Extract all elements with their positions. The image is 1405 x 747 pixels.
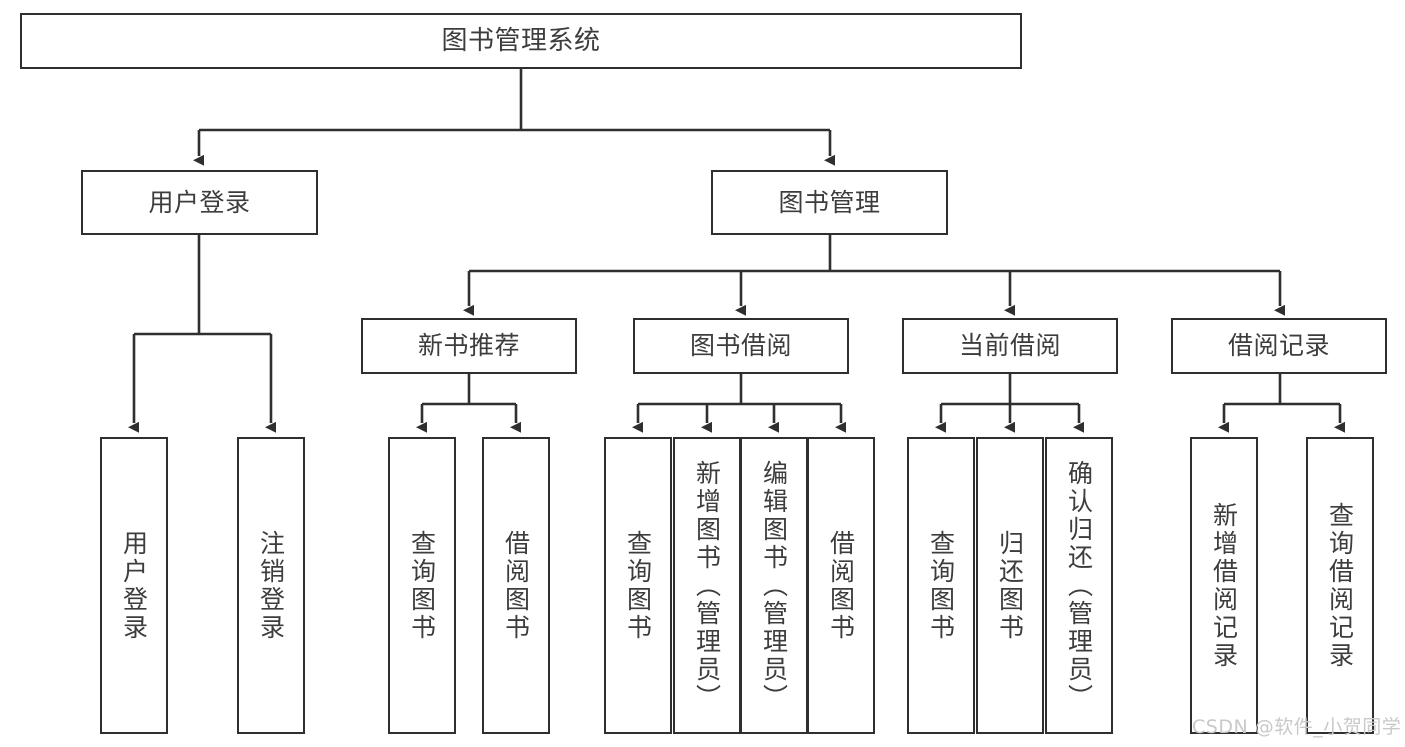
node-leaf-borrow-book-2[interactable]: 借阅图书 — [807, 437, 875, 734]
node-label-leaf-user-logout: 注销登录 — [256, 529, 286, 642]
node-label-leaf-borrow-book-2: 借阅图书 — [826, 529, 856, 642]
node-label-leaf-add-record: 新增借阅记录 — [1209, 501, 1239, 670]
node-borrow-record[interactable]: 借阅记录 — [1171, 318, 1387, 374]
node-leaf-borrow-book-1[interactable]: 借阅图书 — [482, 437, 550, 734]
node-leaf-confirm-return[interactable]: 确认归还（管理员） — [1045, 437, 1113, 734]
node-label-leaf-user-login: 用户登录 — [119, 529, 149, 642]
node-label-leaf-borrow-book-1: 借阅图书 — [501, 529, 531, 642]
node-label-current-borrow: 当前借阅 — [958, 331, 1061, 361]
node-leaf-query-book-1[interactable]: 查询图书 — [388, 437, 456, 734]
node-leaf-user-logout[interactable]: 注销登录 — [237, 437, 305, 734]
node-label-user-login: 用户登录 — [148, 187, 251, 217]
node-root[interactable]: 图书管理系统 — [20, 13, 1022, 69]
node-label-book-borrow: 图书借阅 — [689, 331, 792, 361]
node-leaf-query-record[interactable]: 查询借阅记录 — [1306, 437, 1374, 734]
csdn-watermark: CSDN @软件_小贺同学 — [1192, 716, 1402, 738]
node-leaf-edit-book[interactable]: 编辑图书（管理员） — [740, 437, 808, 734]
node-book-borrow[interactable]: 图书借阅 — [633, 318, 849, 374]
node-leaf-return-book[interactable]: 归还图书 — [976, 437, 1044, 734]
node-book-manage[interactable]: 图书管理 — [711, 170, 948, 235]
node-label-leaf-query-book-2: 查询图书 — [623, 529, 653, 642]
node-label-leaf-query-book-1: 查询图书 — [407, 529, 437, 642]
node-label-leaf-edit-book: 编辑图书（管理员） — [759, 459, 789, 712]
node-new-book-recommend[interactable]: 新书推荐 — [361, 318, 577, 374]
node-label-new-book-recommend: 新书推荐 — [417, 331, 520, 361]
node-label-root: 图书管理系统 — [441, 25, 601, 56]
node-leaf-add-book[interactable]: 新增图书（管理员） — [673, 437, 741, 734]
node-label-leaf-return-book: 归还图书 — [995, 529, 1025, 642]
node-leaf-user-login[interactable]: 用户登录 — [100, 437, 168, 734]
node-label-leaf-query-book-3: 查询图书 — [926, 529, 956, 642]
node-leaf-query-book-2[interactable]: 查询图书 — [604, 437, 672, 734]
node-label-leaf-add-book: 新增图书（管理员） — [692, 459, 722, 712]
node-leaf-query-book-3[interactable]: 查询图书 — [907, 437, 975, 734]
node-label-book-manage: 图书管理 — [778, 187, 881, 217]
node-label-leaf-confirm-return: 确认归还（管理员） — [1064, 459, 1094, 712]
node-label-leaf-query-record: 查询借阅记录 — [1325, 501, 1355, 670]
node-label-borrow-record: 借阅记录 — [1227, 331, 1330, 361]
node-leaf-add-record[interactable]: 新增借阅记录 — [1190, 437, 1258, 734]
node-current-borrow[interactable]: 当前借阅 — [902, 318, 1118, 374]
node-user-login[interactable]: 用户登录 — [81, 170, 318, 235]
